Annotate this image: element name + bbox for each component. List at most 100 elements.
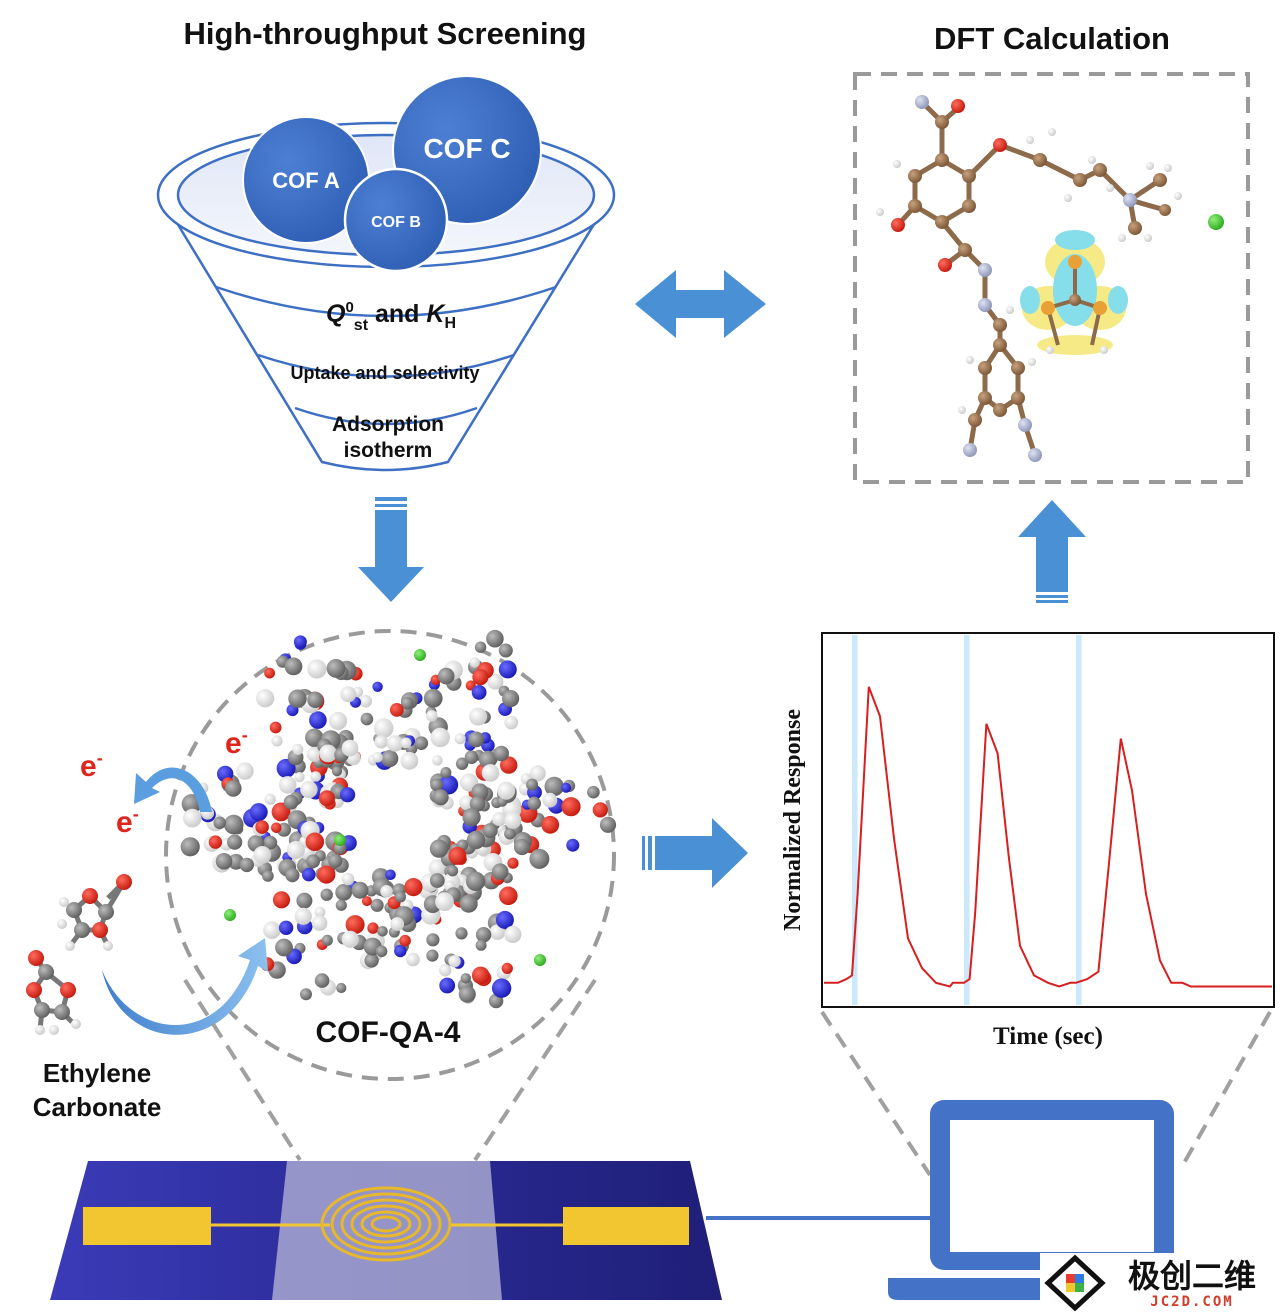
framework-atom (317, 865, 336, 884)
framework-atom (306, 854, 320, 869)
framework-atom (373, 718, 394, 738)
framework-atom (466, 830, 486, 850)
framework-atom (311, 915, 328, 931)
framework-atom (389, 703, 404, 717)
framework-atom (458, 985, 476, 1003)
framework-atom (275, 938, 293, 957)
watermark-sub: JC2D.COM (1150, 1294, 1233, 1310)
framework-atom (430, 778, 443, 792)
framework-atom (227, 834, 243, 850)
framework-atom (286, 840, 305, 860)
double-arrow-icon (635, 270, 766, 338)
framework-atom (310, 771, 321, 782)
framework-atom (276, 758, 296, 778)
electrode-pad-right (563, 1207, 689, 1245)
framework-atom (263, 835, 278, 850)
framework-atom (460, 973, 471, 984)
framework-atom (284, 657, 303, 676)
molecule-structure (876, 95, 1224, 462)
framework-atom (320, 888, 333, 901)
framework-atom (345, 915, 365, 935)
framework-atom (380, 885, 393, 898)
cof-b-ball: COF B (343, 167, 449, 273)
framework-atom (455, 757, 469, 770)
ethylene-carbonate-molecule-2 (26, 950, 81, 1035)
cof-a-label: COF A (272, 168, 340, 193)
framework-atom (302, 867, 316, 882)
framework-atom (454, 733, 466, 745)
cof-b-label: COF B (371, 214, 421, 231)
framework-atom (561, 782, 572, 793)
framework-atom (385, 869, 396, 881)
framework-atom (329, 711, 348, 730)
framework-atom (459, 894, 478, 913)
chart-series-line (824, 686, 1272, 988)
analyte-label-line1: Ethylene (43, 1058, 151, 1088)
framework-atom (372, 752, 383, 763)
up-arrow-icon (1018, 500, 1086, 603)
framework-atom (335, 899, 347, 911)
framework-atom (439, 977, 456, 994)
framework-atom (468, 731, 485, 748)
funnel-level-3a: Adsorption (332, 413, 444, 436)
framework-atom (430, 727, 450, 748)
framework-atom (426, 933, 440, 947)
framework-atom (426, 949, 439, 962)
framework-atom (455, 927, 468, 940)
q-symbol: Q (326, 300, 346, 328)
framework-atom (399, 934, 411, 947)
framework-atom (599, 816, 617, 833)
framework-atom (224, 909, 236, 921)
electron-transfer: e- e- e- (80, 725, 268, 1035)
framework-atom (370, 898, 384, 912)
framework-atom (479, 750, 497, 769)
and-text: and (368, 300, 426, 328)
framework-atom (482, 823, 498, 839)
framework-atom (294, 907, 312, 925)
sensor-chip-icon (50, 1161, 722, 1300)
framework-atom (319, 744, 337, 763)
framework-atom (400, 737, 412, 749)
framework-atom (225, 780, 242, 797)
framework-atom (249, 803, 268, 822)
framework-atom (474, 641, 487, 653)
framework-atom (293, 635, 307, 649)
framework-atom (307, 659, 327, 679)
framework-atom (318, 790, 335, 807)
analyte-label-line2: Carbonate (33, 1092, 162, 1122)
framework-atom (469, 707, 488, 726)
framework-atom (498, 643, 513, 658)
framework-atom (491, 863, 509, 880)
framework-atom (278, 920, 294, 935)
framework-atom (305, 832, 325, 852)
framework-atom (271, 802, 291, 822)
framework-atom (307, 691, 324, 709)
framework-atom (269, 721, 282, 734)
cof-structure-panel: COF-QA-4 (164, 629, 617, 1081)
framework-atom (561, 797, 581, 817)
framework-atom (492, 812, 507, 826)
framework-atom (336, 982, 347, 994)
exposure-band-2 (964, 635, 970, 1005)
zoom-lines (183, 978, 1272, 1177)
framework-atom (471, 685, 487, 700)
framework-atom (341, 739, 359, 757)
framework-atom (439, 964, 452, 977)
framework-atom (493, 745, 509, 762)
framework-atom (283, 794, 299, 810)
chart-ylabel: Normalized Response (780, 709, 806, 931)
framework-atom (334, 834, 346, 846)
framework-atom (428, 859, 447, 877)
framework-atom (294, 772, 305, 783)
framework-atom (504, 715, 519, 730)
framework-atom (377, 926, 388, 937)
chart-xlabel: Time (sec) (993, 1023, 1103, 1050)
framework-atom (495, 910, 514, 929)
framework-atom (462, 808, 481, 827)
framework-atom (360, 712, 374, 726)
curved-arrow-top (134, 767, 212, 812)
framework-atom (361, 896, 372, 907)
framework-atom (285, 868, 300, 883)
framework-atom (256, 689, 275, 708)
